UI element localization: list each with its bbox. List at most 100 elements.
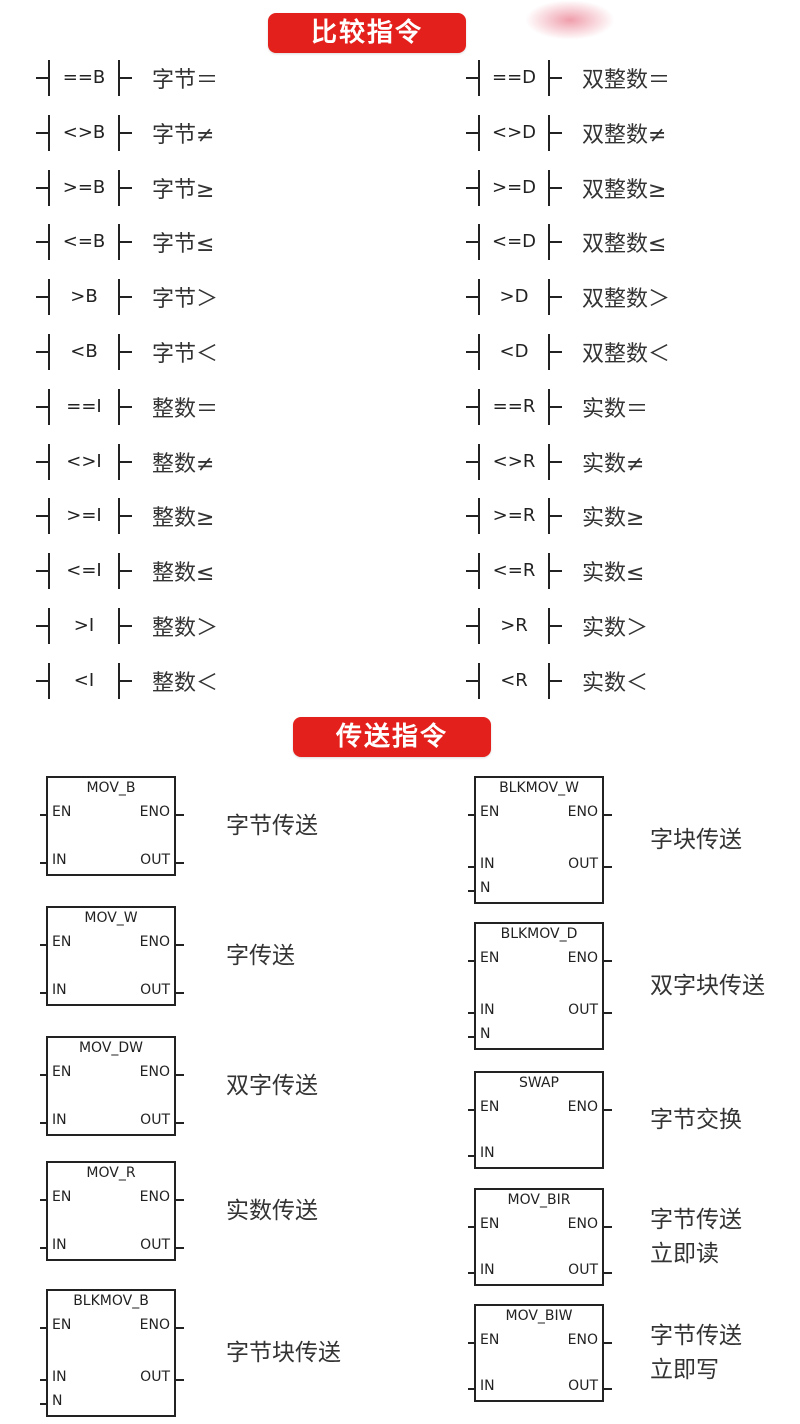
pin-eno: ENO [567,950,598,966]
contact-bar-left [48,60,50,96]
wire-left [36,241,48,244]
ladder-contact-icon: <D [466,332,562,372]
compare-description: 整数≥ [152,506,215,532]
wire-left [466,625,478,627]
wire-left [466,131,478,134]
contact-bar-right [548,114,550,151]
compare-description: 实数≤ [582,561,645,587]
pin-in: IN [480,1378,495,1394]
ladder-contact-icon: <=B [36,222,132,262]
contact-bar-right [118,608,120,644]
contact-bar-left [478,553,480,590]
pin-n: N [52,1393,63,1409]
compare-description: 双整数≥ [582,177,667,203]
wire-right [550,77,562,79]
ladder-contact-icon: <>B [36,113,132,153]
compare-operator: <I [73,669,95,691]
pin-eno: ENO [567,1216,598,1232]
pin-eno: ENO [567,804,598,820]
compare-operator: <R [500,669,528,691]
wire-left [466,460,478,463]
wire-right [120,241,132,244]
contact-bar-right [118,443,120,480]
wire-right [550,186,562,189]
wire-right [550,131,562,134]
ladder-contact-icon: <>D [466,113,562,153]
block-title: SWAP [519,1075,559,1091]
ladder-contact-icon: >=B [36,168,132,208]
input-wire [40,862,48,864]
contact-bar-left [48,334,50,370]
wire-left [36,679,48,682]
pin-eno: ENO [139,804,170,820]
wire-right [120,351,132,353]
contact-bar-left [48,498,50,535]
input-wire [40,1379,48,1381]
pin-en: EN [52,804,72,820]
pin-out: OUT [140,1369,170,1385]
pin-out: OUT [140,1237,170,1253]
input-wire [40,1247,48,1249]
block-title: MOV_DW [78,1040,144,1056]
wire-left [466,405,478,408]
input-wire [40,1074,48,1076]
wire-right [120,625,132,627]
block-frame: MOV_BIW [474,1304,604,1402]
compare-operator: <D [499,341,529,362]
wire-right [120,405,132,408]
block-description: 双字块传送 [650,973,765,999]
ladder-contact-icon: >=D [466,168,562,208]
output-wire [176,992,184,994]
wire-left [466,77,478,79]
contact-bar-right [118,334,120,370]
contact-bar-left [478,114,480,151]
block-description: 字节传送 立即写 [650,1323,742,1383]
contact-bar-right [548,608,550,644]
output-wire [604,1342,612,1344]
compare-operator: >=D [491,176,537,198]
pin-en: EN [52,1064,72,1080]
ladder-contact-icon: <>I [36,442,132,482]
pin-n: N [480,880,491,896]
compare-operator: <=D [491,231,537,253]
compare-operator: ==I [66,395,102,417]
wire-right [120,515,132,518]
input-wire [468,1226,476,1228]
compare-operator: >=R [492,505,536,527]
ladder-contact-icon: >D [466,277,562,317]
input-wire [468,866,476,868]
wire-right [120,77,132,79]
wire-left [36,405,48,408]
block-frame: MOV_BIR [474,1188,604,1286]
compare-instruction: >=D 双整数≥ [466,168,666,208]
ladder-contact-icon: ==I [36,387,132,427]
wire-left [466,570,478,573]
pin-in: IN [52,1237,67,1253]
contact-bar-right [548,498,550,535]
pin-en: EN [480,950,500,966]
wire-right [120,296,132,299]
output-wire [176,1327,184,1329]
contact-bar-right [548,443,550,480]
ladder-contact-icon: >I [36,606,132,646]
decorative-smudge [525,0,615,40]
block-frame: MOV_R [46,1161,176,1261]
input-wire [468,1109,476,1111]
wire-right [120,131,132,134]
block-description: 字节交换 [650,1107,742,1133]
contact-bar-left [478,224,480,261]
pin-in: IN [52,1369,67,1385]
output-wire [176,862,184,864]
output-wire [176,944,184,946]
contact-bar-right [118,279,120,316]
pin-en: EN [52,1189,72,1205]
